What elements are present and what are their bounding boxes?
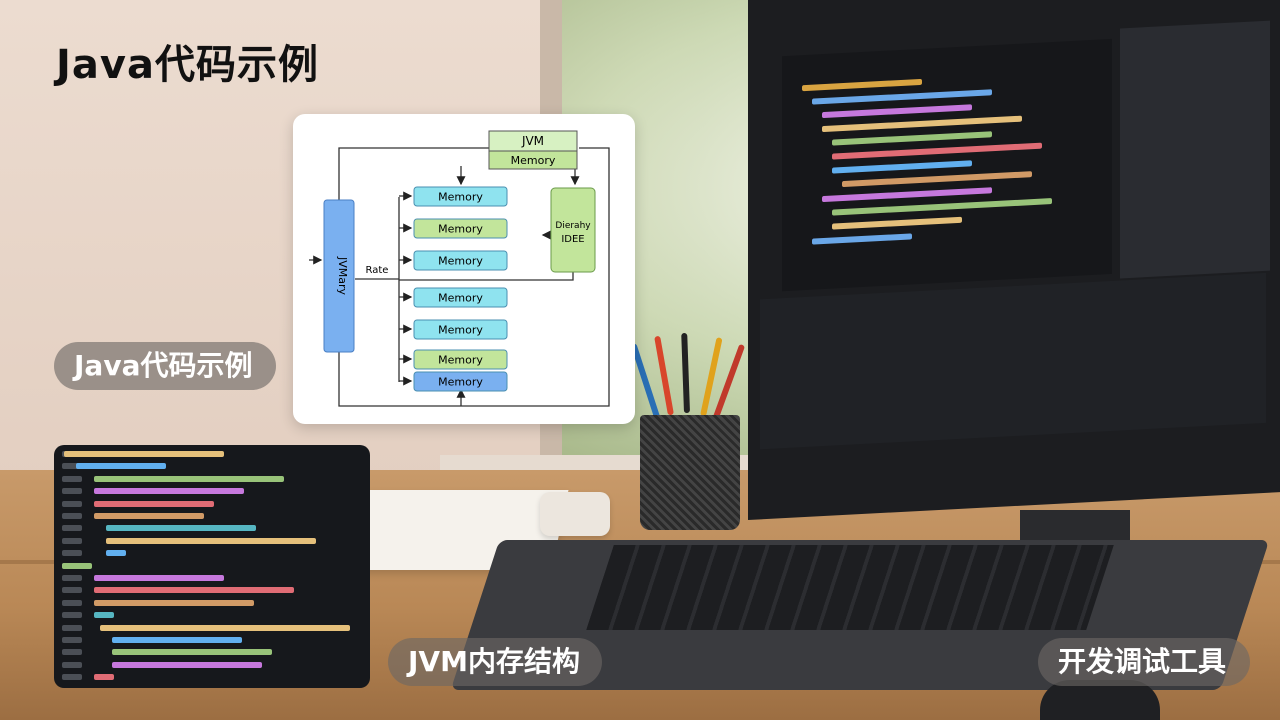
code-snippet-card [54,445,370,688]
memory-box-label: Memory [438,223,483,236]
connector-line [338,147,610,407]
code-line [94,475,284,482]
memory-boxes: MemoryMemoryMemoryMemoryMemoryMemoryMemo… [399,186,508,392]
ide-box [550,187,596,273]
code-line [106,550,126,557]
connector-line [338,147,489,200]
code-line [100,624,350,631]
memory-box-label: Memory [438,376,483,389]
monitor-debug-panel [760,272,1266,450]
monitor-code-editor [782,38,1112,292]
code-line [94,587,294,594]
ide-label-2: IDEE [561,234,584,245]
jvm-box-label: JVM [521,134,544,148]
line-number [62,525,82,532]
memory-box [413,218,508,239]
ide-line [399,272,574,281]
code-line [106,525,256,532]
memory-box-label: Memory [438,354,483,367]
code-line [76,463,166,470]
line-number [62,587,82,594]
laptop-keyboard [586,545,1114,630]
memory-box [413,186,508,207]
code-line [112,661,262,668]
code-line [62,562,92,569]
ide-label-1: Dierahy [555,221,591,231]
memory-box [413,349,508,370]
monitor-side-panel [1120,20,1270,279]
line-number [62,537,82,544]
pen-holder [640,415,740,530]
mouse [1040,680,1160,720]
jvmary-box [323,199,355,353]
line-number [62,649,82,656]
memory-box [413,250,508,271]
line-number [62,475,82,482]
code-line [94,599,254,606]
line-number [62,661,82,668]
code-line [112,649,272,656]
label-java-code: Java代码示例 [54,342,276,390]
memory-box-label: Memory [438,191,483,204]
line-number [62,488,82,495]
label-dev-tools: 开发调试工具 [1038,638,1250,686]
line-number [62,624,82,631]
line-number [62,599,82,606]
line-number [62,500,82,507]
line-number [62,463,82,470]
memory-box-label: Memory [438,255,483,268]
code-line [94,488,244,495]
line-number [62,513,82,519]
label-jvm-memory: JVM内存结构 [388,638,602,686]
jvm-diagram: JVM Memory JVMary Rate Dierahy IDEE Memo… [309,130,610,407]
memory-box [413,371,508,392]
line-number [62,612,82,619]
code-line [94,513,204,519]
jvm-memory-box [488,150,578,170]
line-number [62,674,82,681]
code-line [106,537,316,544]
page-title: Java代码示例 [56,42,319,88]
memory-box [413,319,508,340]
memory-box-label: Memory [438,292,483,305]
line-number [62,637,82,643]
memory-box [413,287,508,308]
code-line [94,612,114,619]
jvm-memory-label: Memory [511,154,556,167]
memory-box-label: Memory [438,324,483,337]
code-line [112,637,242,643]
rate-label: Rate [366,265,389,276]
jvmary-label: JVMary [336,256,349,296]
line-number [62,550,82,557]
jvm-diagram-card: JVM Memory JVMary Rate Dierahy IDEE Memo… [293,114,635,424]
code-line [94,500,214,507]
code-line [94,674,114,681]
code-line [64,451,224,457]
line-number [62,575,82,581]
tape-roll [540,492,610,536]
monitor [748,0,1280,520]
code-line [94,575,224,581]
